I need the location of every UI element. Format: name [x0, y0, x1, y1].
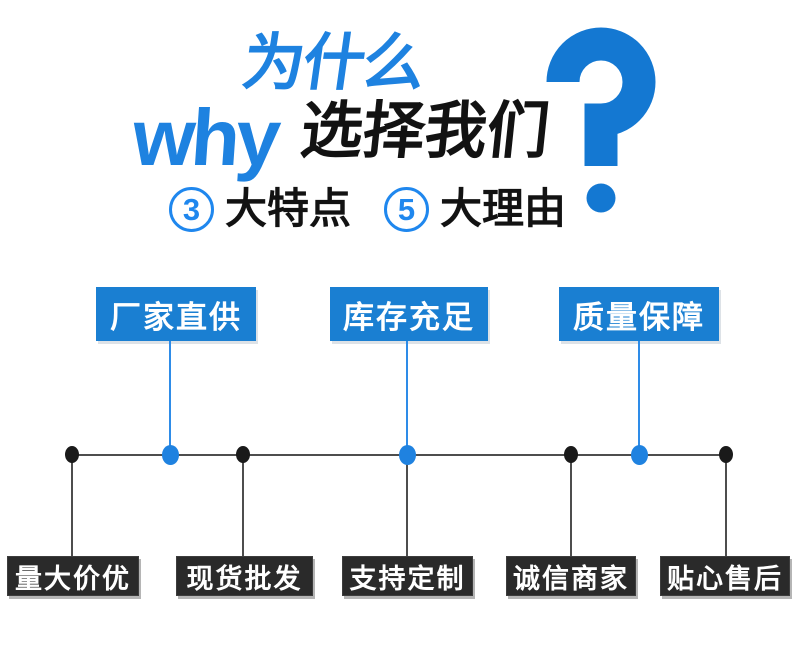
reason-box-bulk-price: 量大价优 — [7, 556, 139, 596]
badge-label-reasons: 大理由 — [440, 185, 567, 232]
connector-dark-line-2 — [242, 455, 244, 556]
connector-dot-dark-3 — [564, 446, 578, 463]
connector-blue-line-3 — [638, 341, 640, 454]
connector-dot-blue-1 — [162, 445, 179, 465]
connector-dot-blue-3 — [631, 445, 648, 465]
title-choose-us: 选择我们 — [297, 97, 553, 166]
question-mark-icon — [546, 27, 656, 213]
badge-three-features: 3 大特点 — [169, 186, 351, 232]
connector-dot-dark-1 — [65, 446, 79, 463]
connector-blue-line-1 — [169, 341, 171, 454]
reason-box-customization: 支持定制 — [342, 556, 473, 596]
connector-dark-line-3 — [406, 455, 408, 556]
reason-box-after-sales: 贴心售后 — [660, 556, 790, 596]
feature-box-quality: 质量保障 — [559, 287, 719, 341]
badge-circle-5: 5 — [384, 186, 429, 232]
badge-five-reasons: 5 大理由 — [384, 186, 566, 232]
reason-box-honest-seller: 诚信商家 — [506, 556, 636, 596]
feature-box-ample-stock: 库存充足 — [330, 287, 488, 341]
connector-dot-dark-2 — [236, 446, 250, 463]
connector-dot-dark-4 — [719, 446, 733, 463]
badge-label-features: 大特点 — [225, 185, 352, 232]
title-why-cn: 为什么 — [238, 29, 428, 98]
connector-dark-line-5 — [725, 455, 727, 556]
connector-dark-line-4 — [570, 455, 572, 556]
title-why-en: why — [129, 93, 280, 182]
badge-circle-3: 3 — [169, 186, 214, 232]
feature-box-factory-direct: 厂家直供 — [96, 287, 256, 341]
reason-box-wholesale: 现货批发 — [176, 556, 313, 596]
connector-dot-blue-2 — [399, 445, 416, 465]
connector-dark-line-1 — [71, 455, 73, 556]
connector-blue-line-2 — [406, 341, 408, 454]
